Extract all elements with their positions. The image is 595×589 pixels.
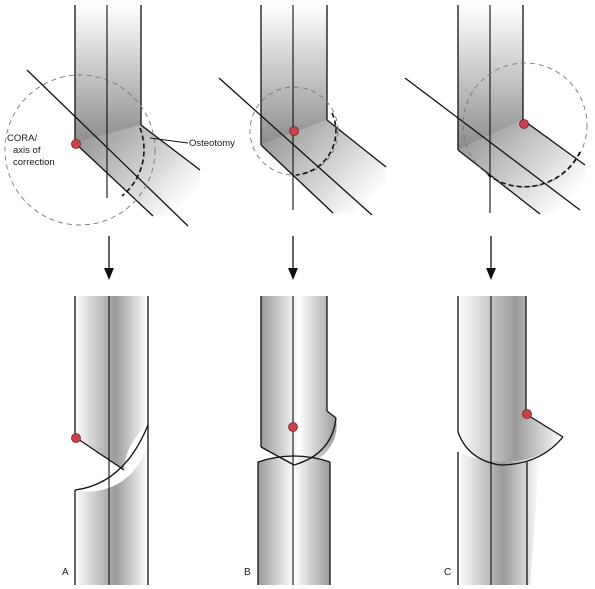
panel-a-cora-dot-after <box>71 433 81 443</box>
panel-b-correction-circle <box>249 86 339 176</box>
osteotomy-label: Osteotomy <box>189 138 235 149</box>
arrow-c <box>486 236 496 280</box>
panel-b-before <box>218 5 387 216</box>
panel-b-cora-dot <box>289 126 299 136</box>
cora-label-line2: axis of <box>13 145 41 156</box>
panel-b-distal-corrected <box>258 456 330 585</box>
panel-a-distal-segment <box>75 125 200 216</box>
cora-label-line3: correction <box>13 157 55 168</box>
panel-a-proximal-segment <box>75 5 141 143</box>
panel-a-letter: A <box>62 567 69 578</box>
panel-a-before: CORA/ axis of correction Osteotomy <box>4 5 235 227</box>
panel-a-distal-corrected <box>75 425 149 585</box>
panel-b-osteotomy-arc <box>295 112 337 176</box>
panel-b-after: B <box>244 296 337 585</box>
panel-a-osteotomy-arc <box>121 127 145 197</box>
panel-a-cora-dot <box>71 139 81 149</box>
panel-b-proximal-corrected <box>261 296 337 466</box>
panel-a-proximal-corrected <box>75 296 148 470</box>
panel-c-cora-dot-after <box>522 409 532 419</box>
transition-arrows <box>104 236 496 280</box>
panel-a-correction-circle <box>4 74 156 226</box>
panel-b-cora-dot-after <box>288 422 298 432</box>
panel-c-cora-dot <box>519 119 529 129</box>
cora-label-line1: CORA/ <box>7 133 37 144</box>
panel-b-letter: B <box>244 567 251 578</box>
panel-c-before <box>404 5 588 215</box>
panel-a-after: A <box>62 296 149 585</box>
panel-c-proximal-corrected <box>458 296 563 465</box>
panel-c-correction-circle <box>462 62 588 188</box>
panel-b-proximal-segment <box>261 5 327 145</box>
arrow-a <box>104 236 114 280</box>
panel-c-after: C <box>444 296 564 585</box>
arrow-b <box>288 236 298 280</box>
panel-c-distal-corrected <box>458 452 540 585</box>
panel-c-letter: C <box>444 567 451 578</box>
